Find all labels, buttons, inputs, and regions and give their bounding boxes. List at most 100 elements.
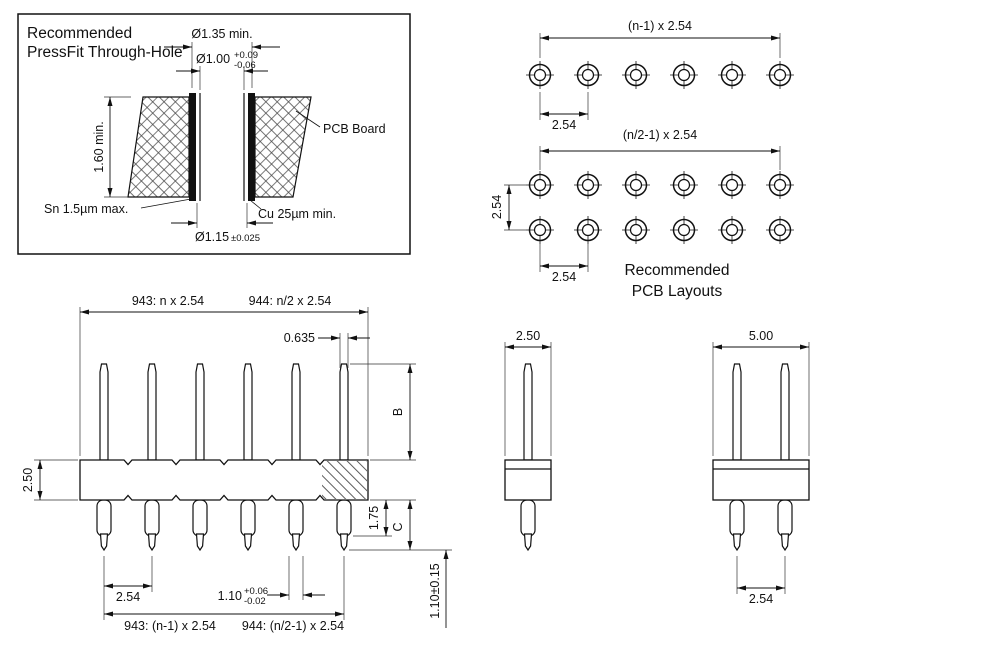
dim-dia-drill-label: Ø1.00: [196, 52, 230, 66]
pad-symbol: [573, 170, 603, 200]
pin: [291, 363, 301, 461]
dim-single-row-span: (n-1) x 2.54: [539, 19, 781, 58]
dim-dia-drill: Ø1.00 +0.09 -0.06: [176, 50, 268, 90]
end-view-dual: 5.00 2.54: [712, 329, 810, 606]
dim-dia-finished-tol: ±0.025: [231, 233, 260, 244]
dim-tip: 1.10±0.15: [428, 550, 449, 628]
pcb-layouts: (n-1) x 2.54 2.54 (n/2-1) x 2.54: [490, 19, 795, 300]
pad-symbol: [717, 215, 747, 245]
detail-title-line1: Recommended: [27, 25, 132, 42]
pad-symbol: [765, 215, 795, 245]
top-span-944-label: 944: n/2 x 2.54: [249, 294, 332, 308]
pitch-label: 2.54: [116, 590, 140, 604]
dim-b-label: B: [391, 408, 405, 416]
pin-tail: [240, 499, 256, 551]
pad-symbol: [717, 60, 747, 90]
pad-symbol: [573, 60, 603, 90]
dim-top-span: 943: n x 2.54 944: n/2 x 2.54: [79, 294, 369, 456]
pad-symbol: [765, 170, 795, 200]
dim-pin-width: 0.635: [284, 331, 370, 368]
pin: [243, 363, 253, 461]
dim-single-width: 2.50: [504, 329, 552, 456]
side-view-pins: [99, 363, 349, 461]
top-span-943-label: 943: n x 2.54: [132, 294, 204, 308]
shoulder-label: 1.75: [367, 506, 381, 530]
pin-tail: [336, 499, 352, 551]
label-cu: Cu 25µm min.: [249, 199, 336, 221]
dim-tail-width: 1.10 +0.06 -0.02: [218, 556, 325, 607]
single-width-label: 2.50: [516, 329, 540, 343]
pad-symbol: [669, 60, 699, 90]
dim-dual-row-pitch: 2.54: [539, 244, 589, 284]
dim-c-label: C: [391, 522, 405, 531]
sn-layer-left: [189, 93, 196, 201]
dim-c: C: [349, 500, 452, 551]
dim-dual-width: 5.00: [712, 329, 810, 456]
dual-pitch-label: 2.54: [749, 592, 773, 606]
pad-symbol: [765, 60, 795, 90]
pad-symbol: [717, 170, 747, 200]
dim-b: B: [350, 363, 416, 461]
pin: [147, 363, 157, 461]
dim-dia-drill-tol-minus: -0.06: [234, 60, 256, 71]
dim-board-thickness: 1.60 min.: [92, 96, 131, 198]
single-row-pads: [525, 60, 795, 90]
bottom-span-944-label: 944: (n/2-1) x 2.54: [242, 619, 344, 633]
dim-dual-row-vpitch: 2.54: [490, 184, 526, 231]
layouts-caption-line1: Recommended: [624, 262, 729, 279]
single-row-pitch-label: 2.54: [552, 118, 576, 132]
insulator-body: [504, 459, 552, 501]
layouts-caption-line2: PCB Layouts: [632, 283, 723, 300]
label-sn: Sn 1.5µm max.: [44, 198, 192, 216]
dim-dia-finished-label: Ø1.15: [195, 230, 229, 244]
detail-title-line2: PressFit Through-Hole: [27, 44, 183, 61]
dim-pitch: 2.54: [103, 556, 153, 620]
pad-symbol: [621, 215, 651, 245]
dim-dia-finished: Ø1.15 ±0.025: [171, 203, 273, 244]
pin: [732, 363, 742, 461]
pad-symbol: [525, 60, 555, 90]
dim-dual-row-span: (n/2-1) x 2.54: [539, 128, 781, 170]
pin-tail: [288, 499, 304, 551]
pressfit-detail-box: Recommended PressFit Through-Hole Ø1.35 …: [17, 13, 411, 255]
dual-row-vpitch-label: 2.54: [490, 195, 504, 219]
cu-label: Cu 25µm min.: [258, 207, 336, 221]
pin: [99, 363, 109, 461]
pcb-cross-section: [127, 93, 312, 201]
pin: [780, 363, 790, 461]
body-height-label: 2.50: [21, 468, 35, 492]
dim-single-row-pitch: 2.54: [539, 92, 589, 132]
pin-tail: [144, 499, 160, 551]
pin: [339, 363, 349, 461]
dim-dual-pitch: 2.54: [736, 556, 786, 606]
pin-tail: [192, 499, 208, 551]
dim-board-thickness-label: 1.60 min.: [92, 121, 106, 172]
tip-dim-label: 1.10±0.15: [428, 563, 442, 619]
pad-symbol: [525, 170, 555, 200]
pad-symbol: [669, 170, 699, 200]
sn-layer-right: [248, 93, 255, 201]
pin-tail: [96, 499, 112, 551]
insulator-body: [79, 459, 369, 501]
detail-box-border: [17, 13, 411, 255]
bottom-span-943-label: 943: (n-1) x 2.54: [124, 619, 216, 633]
label-pcb-board: PCB Board: [295, 110, 386, 136]
tail-width-tol-minus: -0.02: [244, 596, 266, 607]
dim-shoulder: 1.75: [353, 499, 416, 537]
single-row-span-label: (n-1) x 2.54: [628, 19, 692, 33]
dim-dia-outer: Ø1.35 min.: [164, 27, 280, 88]
pin-tail: [729, 499, 745, 551]
tail-width-label: 1.10: [218, 589, 242, 603]
pad-symbol: [621, 170, 651, 200]
insulator-body: [712, 459, 810, 501]
header-side-view: 943: n x 2.54 944: n/2 x 2.54 0.635 B 2.…: [21, 294, 452, 633]
dual-row-span-label: (n/2-1) x 2.54: [623, 128, 697, 142]
pad-symbol: [669, 215, 699, 245]
pad-symbol: [621, 60, 651, 90]
dual-width-label: 5.00: [749, 329, 773, 343]
pin: [195, 363, 205, 461]
hatched-body-segment: [322, 461, 367, 499]
pad-symbol: [525, 215, 555, 245]
